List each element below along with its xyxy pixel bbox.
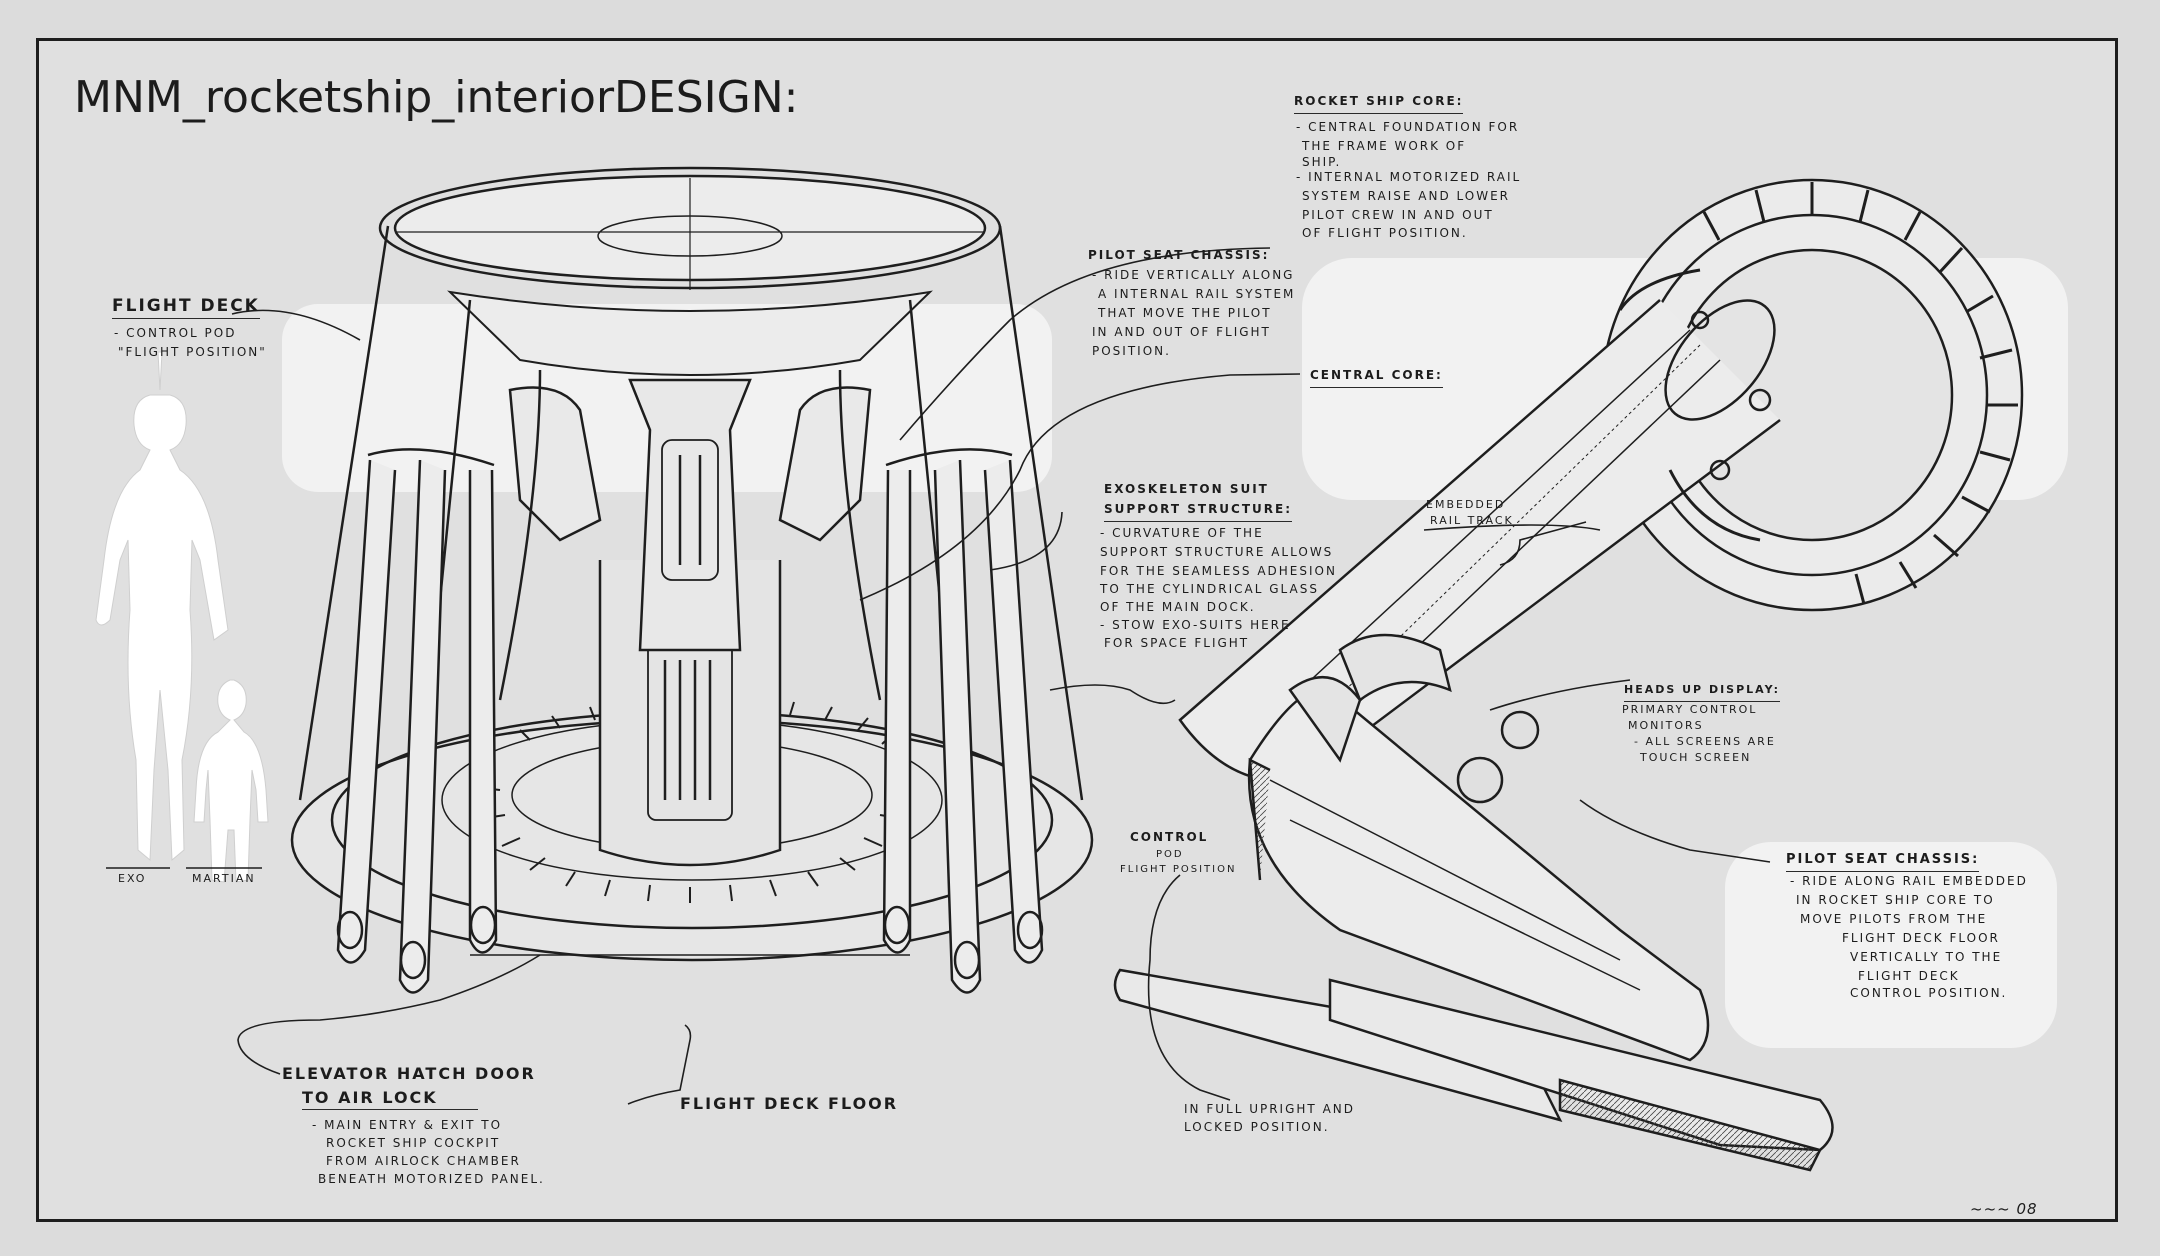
exoskeleton-line-5: of the main dock. (1100, 600, 1256, 614)
rocket-core-ring (1178, 178, 2024, 783)
pilot-seat-bottom-line-1: - Ride along rail embedded (1790, 874, 2028, 888)
flight-deck-pod (290, 166, 1094, 994)
full-upright-line-2: locked position. (1184, 1120, 1330, 1134)
rocket-core-line-6: pilot crew in and out (1302, 208, 1494, 222)
pilot-seat-bottom-line-4: flight deck floor (1842, 931, 2000, 945)
control-pod-label-2: pod (1156, 849, 1184, 860)
pilot-seat-bottom-line-6: flight deck (1858, 969, 1960, 983)
exo-silhouette (95, 351, 229, 862)
rocket-core-line-4: - Internal motorized rail (1296, 170, 1522, 184)
elevator-label-1: Elevator hatch door (282, 1064, 536, 1083)
exoskeleton-line-3: for the seamless adhesion (1100, 564, 1337, 578)
embedded-rail-label-1: Embedded (1426, 498, 1506, 511)
central-core-label: Central Core: (1310, 366, 1443, 388)
elevator-label-2: to air lock (302, 1088, 478, 1110)
elevator-line-2: rocket ship cockpit (326, 1136, 501, 1150)
heads-up-line-2: monitors (1628, 719, 1704, 732)
sheet-title: MNM_rocketship_interiorDESIGN: (74, 72, 799, 123)
exoskeleton-line-7: for space flight (1104, 636, 1250, 650)
pilot-seat-top-line-3: that move the pilot (1098, 306, 1272, 320)
exoskeleton-line-4: to the cylindrical glass (1100, 582, 1319, 596)
flight-deck-line-1: - Control Pod (114, 326, 237, 340)
exo-caption: Exo (118, 872, 147, 885)
rocket-core-line-7: of flight position. (1302, 226, 1468, 240)
pilot-seat-bottom-line-7: control position. (1850, 986, 2008, 1000)
rocket-core-label: Rocket Ship Core: (1294, 92, 1464, 114)
pilot-seat-top-line-2: a internal rail system (1098, 287, 1296, 301)
flight-deck-line-2: "Flight position" (118, 345, 267, 359)
elevator-line-1: - Main entry & exit to (312, 1118, 503, 1132)
pilot-seat-top-line-5: position. (1092, 344, 1171, 358)
martian-caption: Martian (192, 872, 256, 885)
full-upright-line-1: In full upright and (1184, 1102, 1355, 1116)
control-pod (1113, 633, 1834, 1172)
rocket-core-line-5: system raise and lower (1302, 189, 1510, 203)
heads-up-label: Heads up display: (1624, 680, 1781, 702)
exoskeleton-line-2: support structure allows (1100, 545, 1334, 559)
exoskeleton-label-2: support structure: (1104, 500, 1293, 522)
scale-figures (95, 351, 269, 883)
rocket-core-line-1: - Central foundation for (1296, 120, 1520, 134)
flight-deck-label: Flight Deck (112, 296, 260, 319)
pilot-seat-bottom-label: Pilot seat chassis: (1786, 850, 1980, 872)
control-pod-label-1: Control (1130, 830, 1209, 844)
exoskeleton-label-1: Exoskeleton suit (1104, 482, 1269, 496)
pilot-seat-bottom-line-2: in rocket ship core to (1796, 893, 1995, 907)
control-pod-line: Flight position (1120, 864, 1237, 875)
exoskeleton-line-6: - Stow exo-suits here (1100, 618, 1291, 632)
exo-frame-right (882, 448, 1044, 994)
pilot-seat-top-line-1: - Ride vertically along (1092, 268, 1295, 282)
artist-signature: ~~~ 08 (1970, 1200, 2038, 1218)
pilot-seat-top-line-4: in and out of flight (1092, 325, 1271, 339)
floor-vents (481, 701, 904, 903)
rocket-core-line-3: ship. (1302, 155, 1342, 169)
elevator-line-4: beneath motorized panel. (318, 1172, 545, 1186)
rocket-core-line-2: the frame work of (1302, 139, 1467, 153)
exo-frame-left (336, 448, 498, 994)
embedded-rail-label-2: rail track (1430, 514, 1514, 527)
pilot-seat-bottom-line-3: move pilots from the (1800, 912, 1988, 926)
martian-silhouette (193, 679, 269, 883)
exoskeleton-line-1: - Curvature of the (1100, 526, 1264, 540)
flight-deck-floor-label: Flight Deck Floor (680, 1094, 899, 1113)
heads-up-line-3: - All screens are (1634, 735, 1776, 748)
heads-up-line-4: touch screen (1640, 751, 1752, 764)
heads-up-line-1: Primary control (1622, 703, 1758, 716)
pilot-seat-top-label: Pilot seat chassis: (1088, 248, 1270, 262)
pilot-seat-bottom-line-5: vertically to the (1850, 950, 2003, 964)
elevator-line-3: from airlock chamber (326, 1154, 521, 1168)
leader-lines (231, 247, 1771, 1105)
